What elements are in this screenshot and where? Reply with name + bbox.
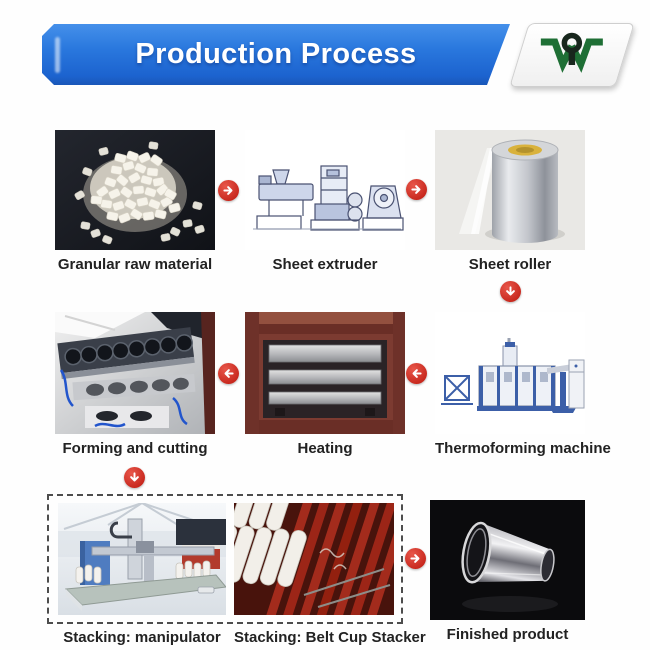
flow-arrow-down-icon xyxy=(124,467,145,488)
step-thermoforming-machine: Thermoforming machine xyxy=(435,312,611,457)
brand-logo xyxy=(509,23,635,87)
belt-cup-stacker-image xyxy=(234,503,394,615)
header-banner: Production Process xyxy=(42,24,510,85)
finished-product-image xyxy=(430,500,585,620)
thermoforming-machine-image xyxy=(435,312,585,434)
banner-highlight xyxy=(55,37,60,73)
step-finished-product: Finished product xyxy=(430,500,585,643)
step-heating: Heating xyxy=(245,312,405,457)
step-granular-raw-material: Granular raw material xyxy=(55,130,215,273)
flow-arrow-right-icon xyxy=(406,179,427,200)
step-caption: Forming and cutting xyxy=(62,440,208,457)
step-sheet-extruder: Sheet extruder xyxy=(245,130,405,273)
granular-raw-material-image xyxy=(55,130,215,250)
flow-arrow-left-icon xyxy=(406,363,427,384)
step-caption: Granular raw material xyxy=(57,256,213,273)
step-belt-cup-stacker: Stacking: Belt Cup Stacker xyxy=(234,503,426,646)
step-stacking-manipulator: Stacking: manipulator xyxy=(58,503,226,646)
sheet-roller-image xyxy=(435,130,585,250)
w-logo-icon xyxy=(536,30,608,81)
forming-and-cutting-image xyxy=(55,312,215,434)
stacking-group-box xyxy=(47,494,403,624)
flow-arrow-right-icon xyxy=(218,180,239,201)
flow-arrow-left-icon xyxy=(218,363,239,384)
step-caption: Sheet roller xyxy=(468,256,552,273)
step-caption: Stacking: Belt Cup Stacker xyxy=(234,629,426,646)
sheet-extruder-image xyxy=(245,130,405,250)
step-caption: Heating xyxy=(297,440,353,457)
page-title: Production Process xyxy=(135,38,417,70)
heating-image xyxy=(245,312,405,434)
step-forming-and-cutting: Forming and cutting xyxy=(55,312,215,457)
step-caption: Sheet extruder xyxy=(272,256,378,273)
stacking-manipulator-image xyxy=(58,503,226,615)
flow-arrow-down-icon xyxy=(500,281,521,302)
step-caption: Thermoforming machine xyxy=(435,440,611,457)
step-sheet-roller: Sheet roller xyxy=(435,130,585,273)
step-caption: Finished product xyxy=(446,626,569,643)
flow-arrow-right-icon xyxy=(405,548,426,569)
step-caption: Stacking: manipulator xyxy=(63,629,221,646)
